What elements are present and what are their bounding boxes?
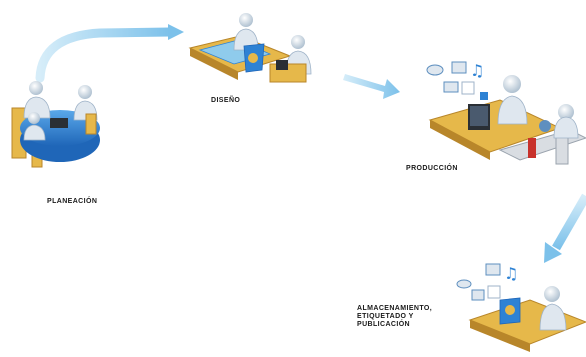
almacenamiento-illustration: ♫ [456, 263, 586, 352]
arrow-diseno-to-produccion [343, 74, 400, 99]
arrow-produccion-to-almacenamiento [544, 193, 586, 263]
svg-text:♫: ♫ [470, 61, 484, 80]
stage-label-diseno: DISEÑO [211, 97, 241, 104]
planeacion-illustration [11, 81, 100, 168]
svg-text:♫: ♫ [504, 264, 518, 283]
arrow-planeacion-to-diseno [35, 24, 184, 83]
diseno-illustration [188, 13, 312, 83]
stage-label-planeacion: PLANEACIÓN [47, 198, 98, 205]
stage-label-almacenamiento: ALMACENAMIENTO, ETIQUETADO Y PUBLICACIÓN [357, 305, 433, 328]
stage-label-produccion: PRODUCCIÓN [406, 165, 458, 172]
produccion-illustration: ♫ [426, 61, 586, 165]
